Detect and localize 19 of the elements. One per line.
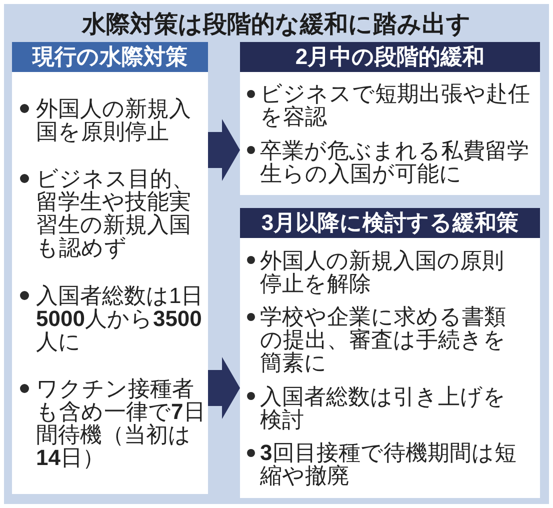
bullet-text: 3回目接種で待機期間は短縮や撤廃 <box>260 441 518 488</box>
bullet-text: 入国者総数は引き上げを検討 <box>260 384 507 431</box>
info-panel <box>240 208 540 498</box>
title: 水際対策は段階的な緩和に踏み出す <box>80 10 472 40</box>
bullet-text: ワクチン接種者も含め一律で7日間待機（当初は14日） <box>36 377 206 470</box>
panel-header: 2月中の段階的緩和 <box>240 42 540 72</box>
bullet-text: 学校や企業に求める書類の提出、審査は手続きを簡素に <box>260 305 507 374</box>
bullet-text: 卒業が危ぶまれる私費留学生らの入国が可能に <box>260 138 530 185</box>
bullet-text: 入国者総数は1日5000人から3500人に <box>36 284 204 353</box>
bullet-text: ビジネス目的、留学生や技能実習生の新規入国も認めず <box>36 167 195 260</box>
arrow <box>208 357 240 419</box>
bullet-text: 外国人の新規入国を原則停止 <box>36 96 192 143</box>
panel-header: 3月以降に検討する緩和策 <box>240 208 540 238</box>
panel-header: 現行の水際対策 <box>12 42 208 72</box>
bullet-text: ビジネスで短期出張や赴任を容認 <box>260 82 531 128</box>
bullet-text: 外国人の新規入国の原則停止を解除 <box>260 248 505 295</box>
info-panel <box>12 42 208 494</box>
arrow <box>208 119 240 181</box>
info-panel <box>240 42 540 195</box>
